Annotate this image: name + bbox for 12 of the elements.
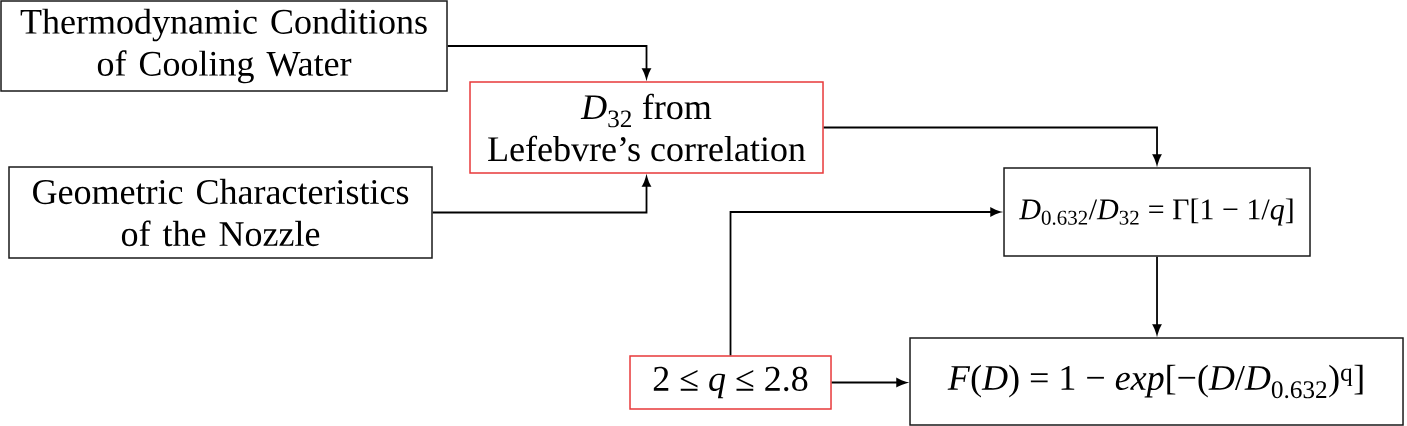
arrow [431, 176, 651, 214]
arrow [729, 207, 1001, 357]
arrow [822, 126, 1162, 165]
arrow [1152, 255, 1162, 335]
arrow [830, 378, 907, 387]
process-box: Thermodynamic Conditions of Cooling Water [0, 0, 448, 92]
formula-box: 2 ≤ q ≤ 2.8 [629, 355, 832, 410]
process-box: D$_{32}$ from Lefebvre’s correlation [469, 81, 824, 174]
formula-box: F(D) = 1 − exp[−(D/D$_{0.632}$)$^{q}$] [909, 337, 1404, 426]
arrow [446, 45, 651, 79]
process-box: Geometric Characteristics of the Nozzle [8, 166, 433, 259]
formula-box: D$_{0.632}$/D$_{32}$ = Γ[1 − 1/q] [1003, 167, 1311, 257]
